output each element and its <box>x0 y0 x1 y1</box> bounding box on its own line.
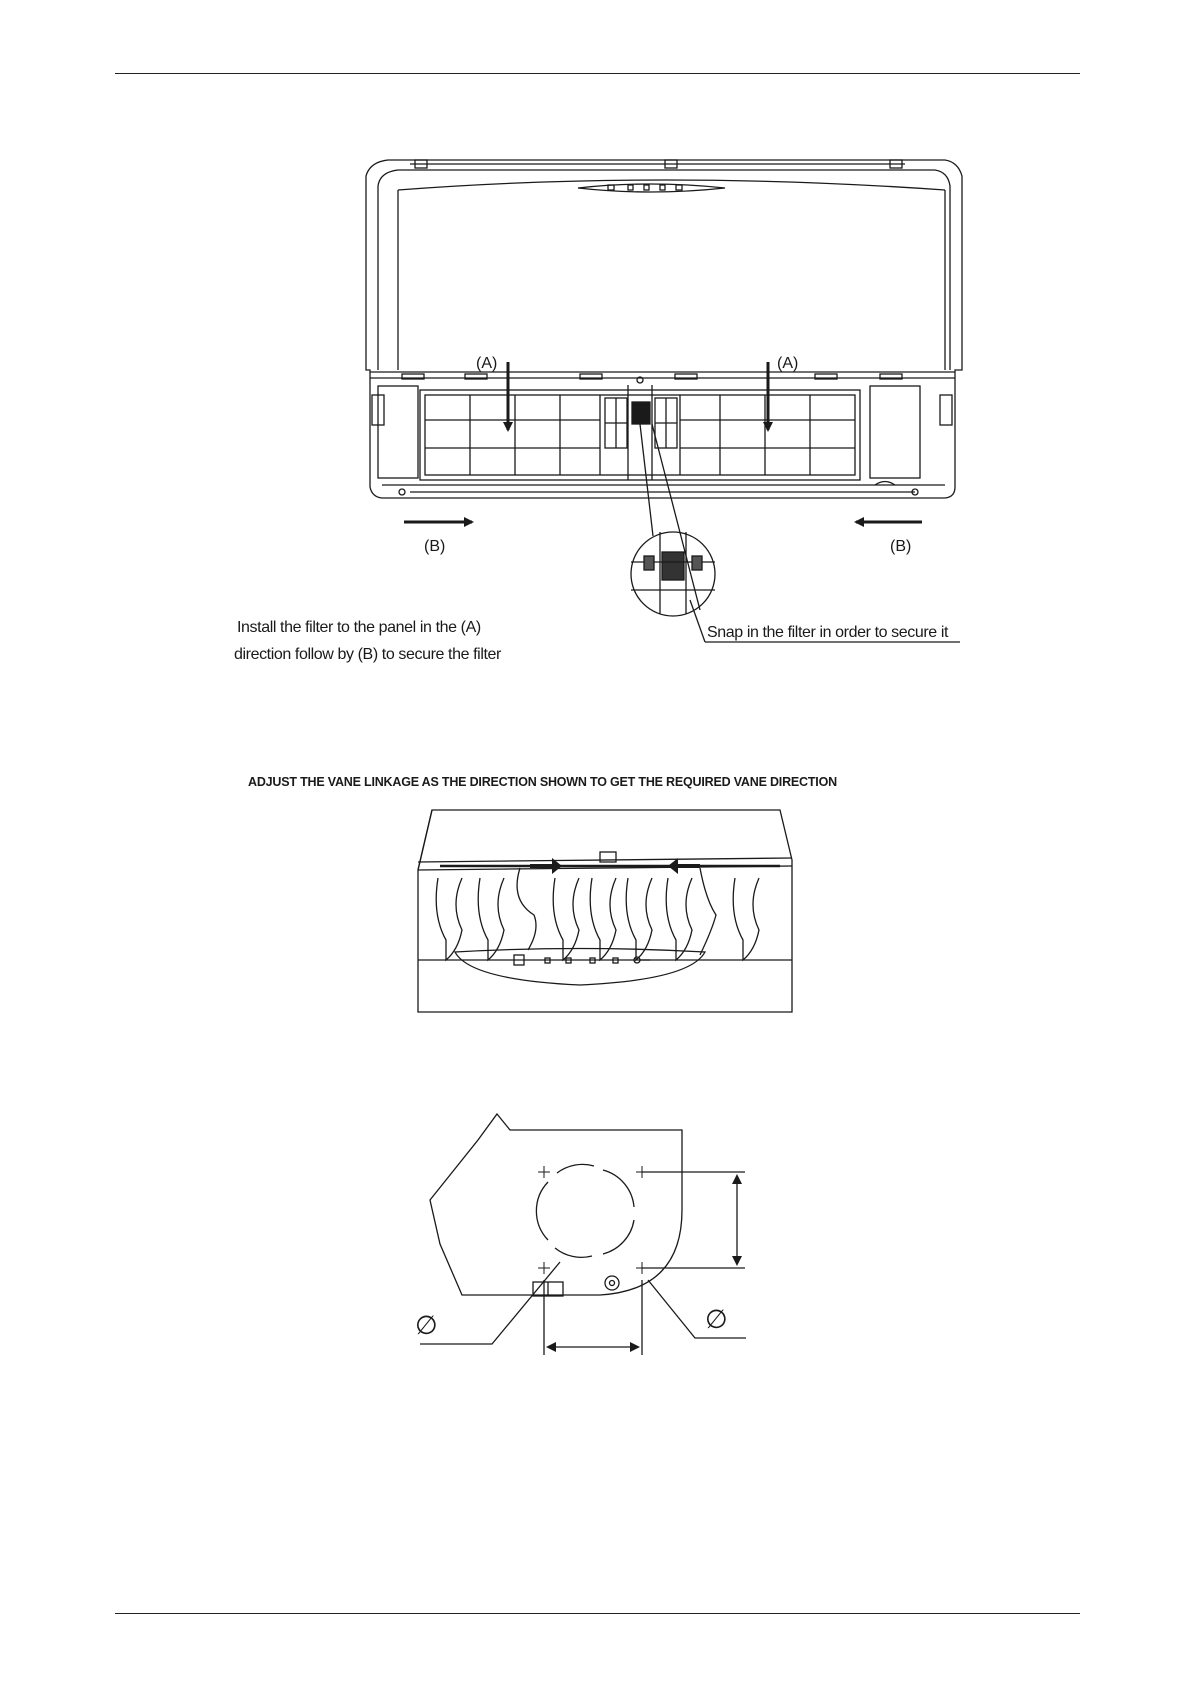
diameter-symbol-right: ∅ <box>705 1304 728 1335</box>
footer-rule <box>115 1613 1080 1614</box>
diameter-symbol-left: ∅ <box>415 1310 438 1341</box>
